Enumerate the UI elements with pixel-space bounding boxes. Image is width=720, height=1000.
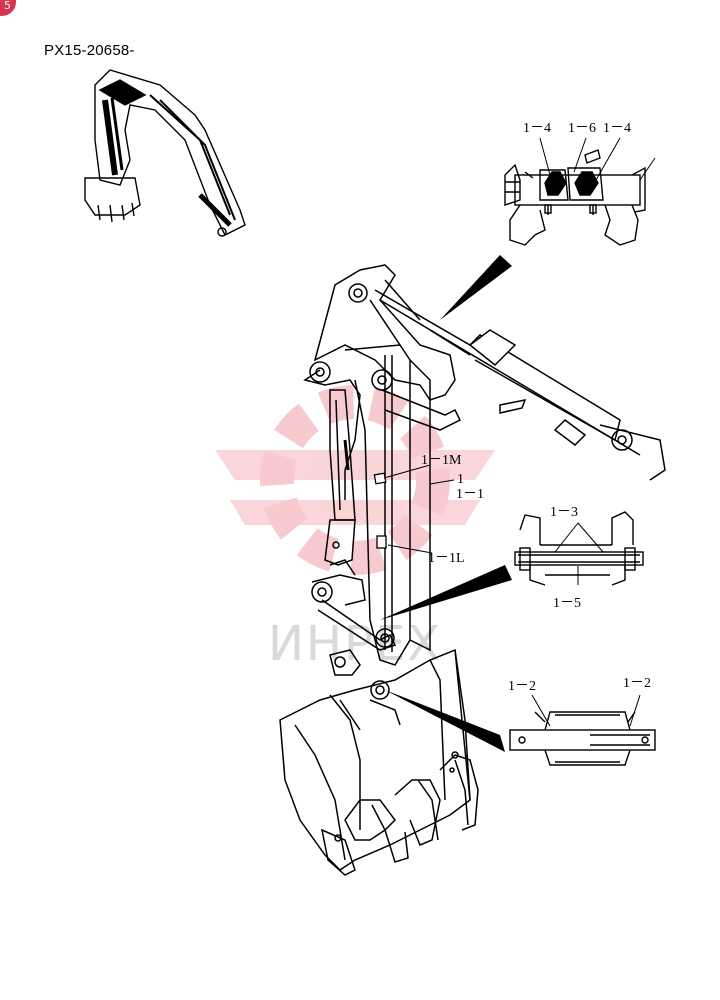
middle-detail-view — [514, 511, 644, 586]
callout-1-1l: 1－1L — [428, 551, 465, 566]
middle-detail-leaders — [554, 522, 604, 585]
callout-1-1: 1－1 — [456, 487, 484, 502]
watermark-text: ИНРЕХ — [268, 616, 442, 672]
bottom-detail-view — [509, 711, 656, 766]
bottom-detail-leaders — [531, 694, 641, 727]
callout-1-1m: 1－1M — [421, 453, 462, 468]
callout-1-2-right: 1－2 — [623, 676, 651, 691]
top-detail-leaders — [539, 137, 656, 181]
main-arm-illustration — [279, 264, 666, 876]
top-detail-view — [504, 149, 646, 246]
detail-pointers — [380, 255, 512, 752]
callout-1-4-right: 1－4 — [603, 121, 631, 136]
callout-1: 1 — [457, 472, 464, 487]
pointer-top — [440, 255, 512, 320]
callout-1-4-left: 1－4 — [523, 121, 551, 136]
watermark — [215, 385, 495, 575]
overview-arm-illustration — [84, 69, 246, 237]
callout-1-3: 1－3 — [550, 505, 578, 520]
callout-1-2-left: 1－2 — [508, 679, 536, 694]
pointer-bottom — [385, 690, 505, 752]
callout-1-5: 1－5 — [553, 596, 581, 611]
pointer-middle — [380, 565, 512, 620]
arm-leader-lines — [383, 464, 455, 554]
watermark-gear-icon — [215, 385, 495, 575]
callout-1-6: 1－6 — [568, 121, 596, 136]
part-number: PX15-20658- — [44, 42, 135, 59]
